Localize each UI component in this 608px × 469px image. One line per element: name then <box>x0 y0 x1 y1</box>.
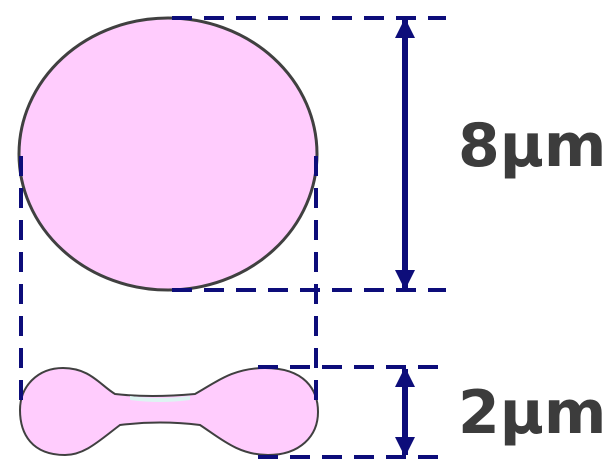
label-thickness: 2μm <box>458 378 606 448</box>
label-diameter: 8μm <box>458 111 606 181</box>
cell-side-highlight <box>130 396 190 402</box>
cell-top-view <box>17 16 319 292</box>
cell-side-view <box>18 366 320 457</box>
